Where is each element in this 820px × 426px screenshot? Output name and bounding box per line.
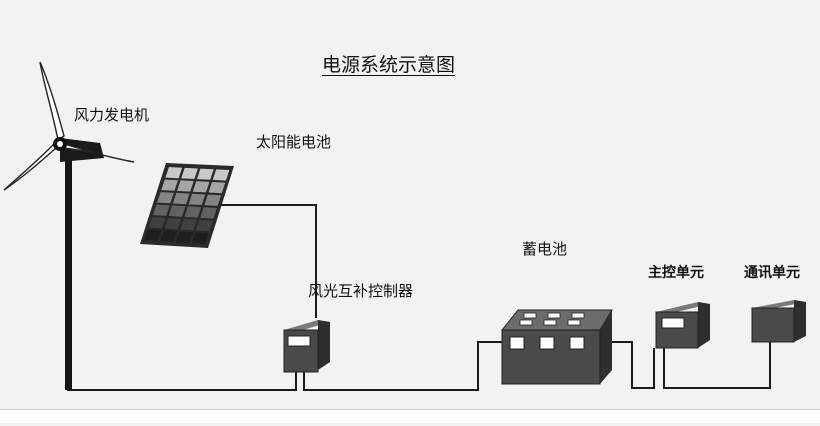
solar-cell [204,194,222,206]
solar-cell [165,167,183,179]
solar-cell [196,168,214,180]
label-communication-unit: 通讯单元 [744,265,800,281]
solar-cell [184,206,202,218]
solar-cell [172,192,190,205]
solar-cell [191,232,209,244]
solar-cell [200,207,217,219]
wire-solar-to-controller [200,204,317,318]
solar-cell [180,218,197,231]
solar-cell [212,169,230,181]
diagram-title: 电源系统示意图 [322,54,456,76]
solar-cell [160,230,178,242]
label-main-control-unit: 主控单元 [648,265,704,281]
wire-main-to-comm [663,342,771,389]
battery-box-icon [500,309,613,385]
solar-cell [168,205,186,217]
solar-cell [176,231,193,243]
controller-box-icon [283,320,330,373]
bottom-border [0,409,820,423]
solar-panel-icon [140,163,234,248]
solar-cell [148,217,166,229]
solar-cell [144,229,162,241]
label-wind-turbine: 风力发电机 [74,106,150,124]
solar-cell [188,193,206,206]
solar-cell [196,219,213,232]
solar-cell [177,180,194,192]
solar-cell [181,167,198,180]
wire-controller-to-battery [303,341,502,391]
label-controller: 风光互补控制器 [308,282,414,300]
label-solar-panel: 太阳能电池 [256,133,332,151]
solar-cell [164,217,182,230]
solar-cell [208,181,226,194]
label-battery: 蓄电池 [522,240,568,258]
main-control-unit-icon [655,302,710,349]
solar-cell [161,179,178,191]
communication-unit-icon [751,300,806,343]
solar-cell [152,204,170,216]
wire-battery-to-main [600,341,655,389]
solar-cell [157,192,174,204]
wind-turbine-icon [3,61,135,390]
solar-cell [192,181,210,193]
